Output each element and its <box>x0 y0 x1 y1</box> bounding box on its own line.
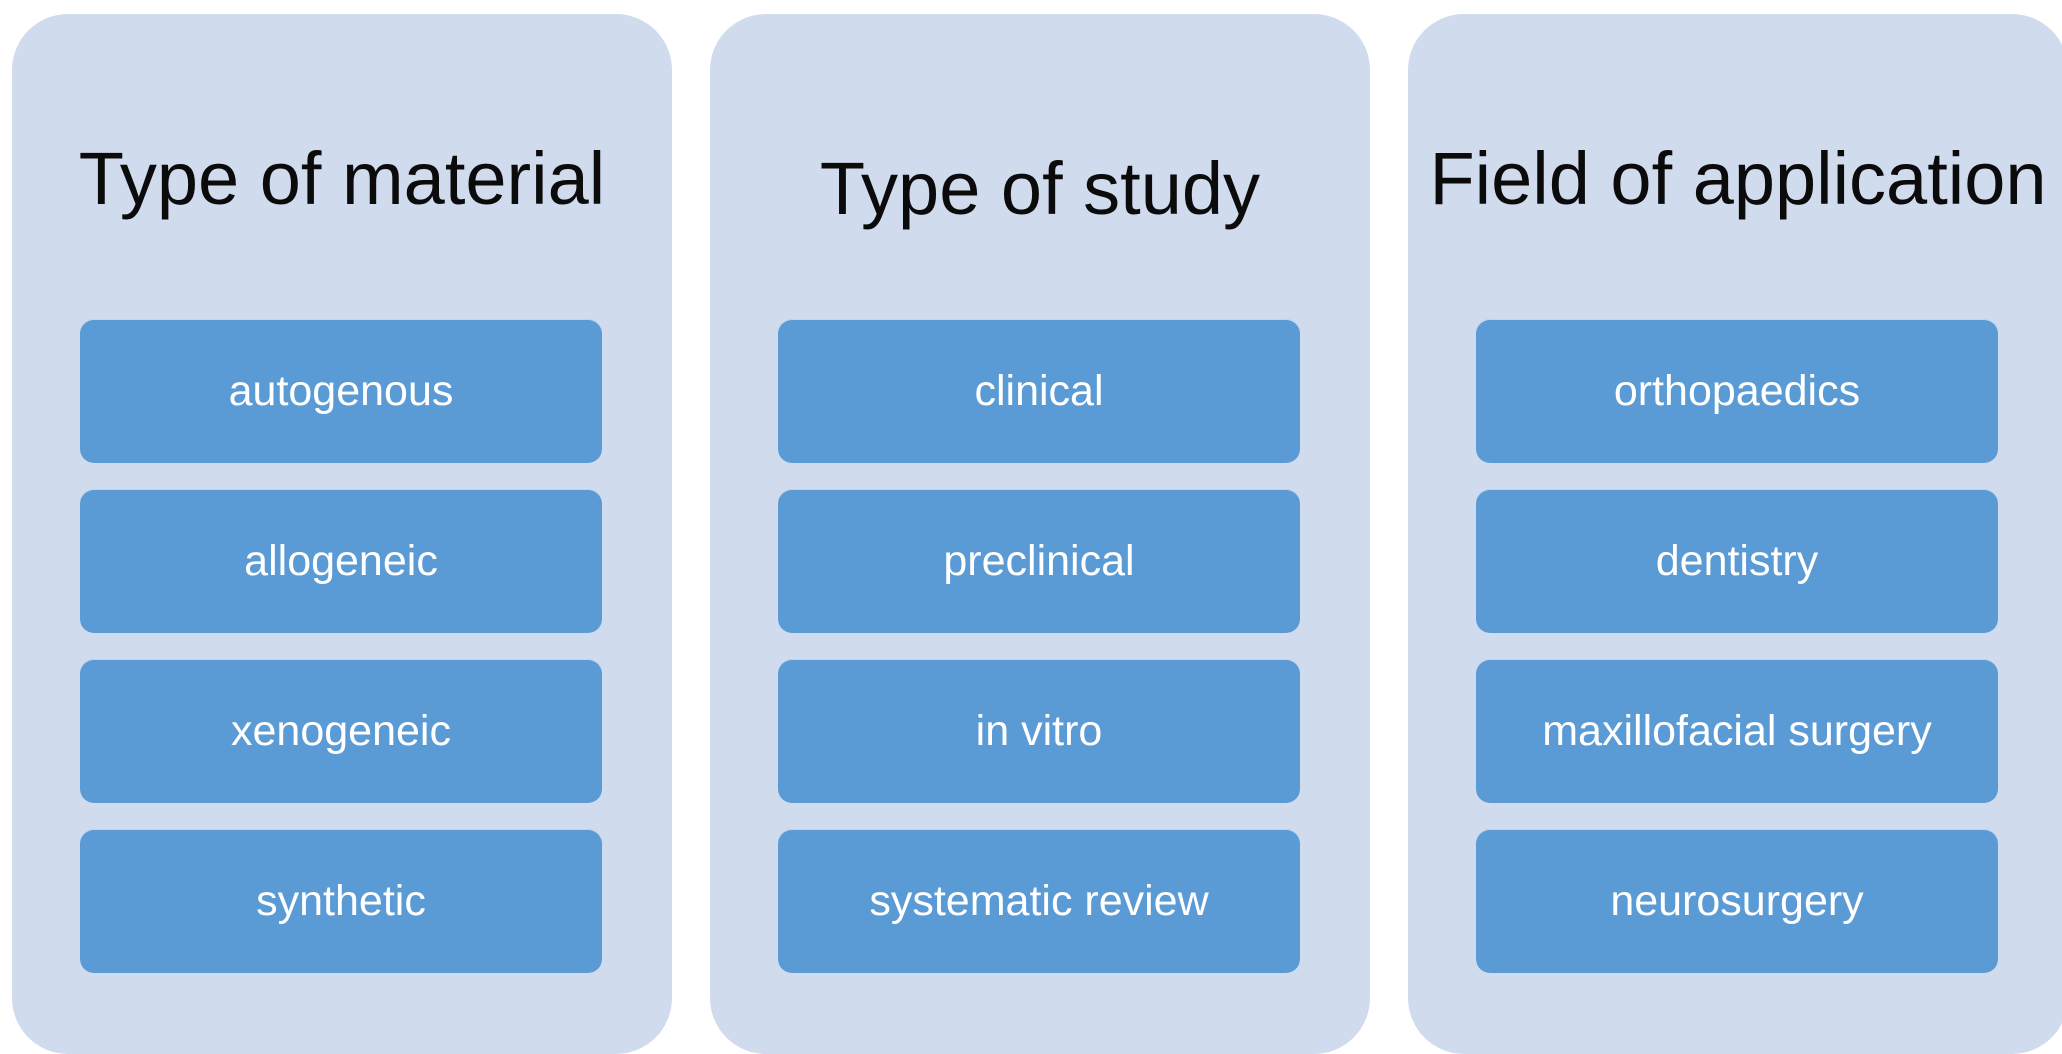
item-preclinical: preclinical <box>778 489 1300 633</box>
item-xenogeneic: xenogeneic <box>80 659 602 803</box>
item-in-vitro: in vitro <box>778 659 1300 803</box>
item-allogeneic: allogeneic <box>80 489 602 633</box>
item-maxillofacial-surgery: maxillofacial surgery <box>1476 659 1998 803</box>
item-synthetic: synthetic <box>80 829 602 973</box>
item-orthopaedics: orthopaedics <box>1476 319 1998 463</box>
panel-title: Field of application <box>1429 136 2047 220</box>
item-list: orthopaedics dentistry maxillofacial sur… <box>1476 319 1998 999</box>
panel-type-of-material: Type of material autogenous allogeneic x… <box>12 14 672 1054</box>
item-systematic-review: systematic review <box>778 829 1300 973</box>
item-clinical: clinical <box>778 319 1300 463</box>
panel-title: Type of study <box>819 146 1261 230</box>
item-list: autogenous allogeneic xenogeneic synthet… <box>80 319 602 999</box>
item-dentistry: dentistry <box>1476 489 1998 633</box>
panel-field-of-application: Field of application orthopaedics dentis… <box>1408 14 2062 1054</box>
item-neurosurgery: neurosurgery <box>1476 829 1998 973</box>
item-list: clinical preclinical in vitro systematic… <box>778 319 1300 999</box>
panel-title: Type of material <box>78 136 606 220</box>
item-autogenous: autogenous <box>80 319 602 463</box>
panel-type-of-study: Type of study clinical preclinical in vi… <box>710 14 1370 1054</box>
